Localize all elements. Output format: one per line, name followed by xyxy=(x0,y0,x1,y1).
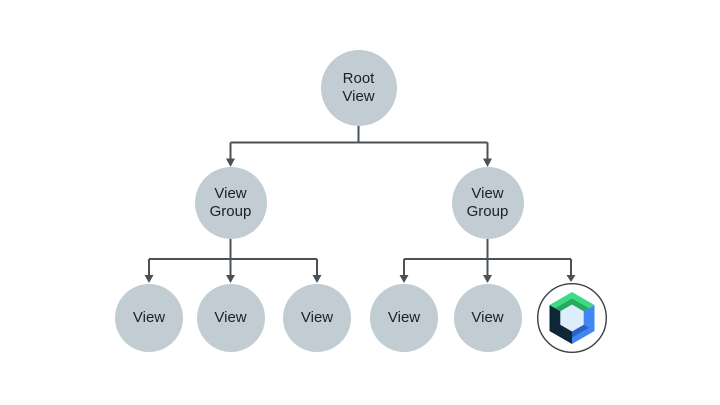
node-view-5: View xyxy=(453,284,522,352)
node-label: View xyxy=(300,309,334,326)
node-view-3: View xyxy=(283,284,351,352)
compose-ring-stroke xyxy=(536,283,607,353)
arrowhead-icon xyxy=(399,275,409,283)
node-label: View xyxy=(132,309,166,326)
node-view-group-left: View Group xyxy=(194,167,267,239)
node-compose xyxy=(536,282,608,354)
arrowhead-icon xyxy=(226,158,235,167)
node-label: View xyxy=(387,309,421,326)
node-label: View xyxy=(214,309,247,326)
node-view-1: View xyxy=(115,284,183,352)
node-root-view: Root View xyxy=(320,50,397,126)
arrowhead-icon xyxy=(144,275,154,283)
node-view-group-right: View Group xyxy=(451,167,524,239)
node-label: View Group xyxy=(209,185,252,220)
arrowhead-icon xyxy=(312,275,322,283)
node-view-2: View xyxy=(196,284,265,352)
arrowhead-icon xyxy=(483,275,492,283)
node-label: View Group xyxy=(466,185,509,220)
node-label: View xyxy=(471,309,504,326)
arrowhead-icon xyxy=(483,158,492,167)
connector-lines xyxy=(148,126,572,276)
arrowhead-icon xyxy=(226,275,235,283)
compose-center-hexagon xyxy=(559,304,584,332)
arrowhead-icon xyxy=(566,275,576,282)
node-label: Root View xyxy=(342,70,375,105)
node-view-4: View xyxy=(370,284,438,352)
jetpack-compose-logo-icon xyxy=(536,283,607,353)
